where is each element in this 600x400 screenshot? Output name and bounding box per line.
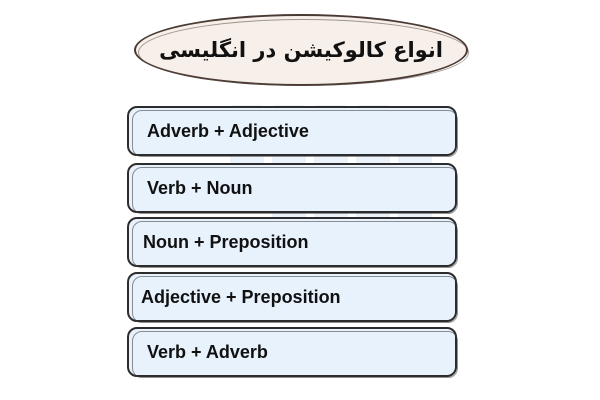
collocation-item-verb-adverb: Verb + Adverb [127,327,458,378]
collocation-label: Verb + Adverb [147,341,268,362]
collocation-label: Adverb + Adjective [147,120,309,141]
title-banner: انواع کالوکیشن در انگلیسی [134,14,469,86]
collocation-item-adjective-preposition: Adjective + Preposition [127,272,458,323]
collocation-item-verb-noun: Verb + Noun [127,163,458,214]
collocation-item-adverb-adjective: Adverb + Adjective [127,106,458,157]
collocation-item-noun-preposition: Noun + Preposition [127,217,458,268]
page-title: انواع کالوکیشن در انگلیسی [159,38,443,62]
collocation-label: Adjective + Preposition [141,286,341,307]
collocation-label: Noun + Preposition [143,231,309,252]
collocation-label: Verb + Noun [147,177,253,198]
